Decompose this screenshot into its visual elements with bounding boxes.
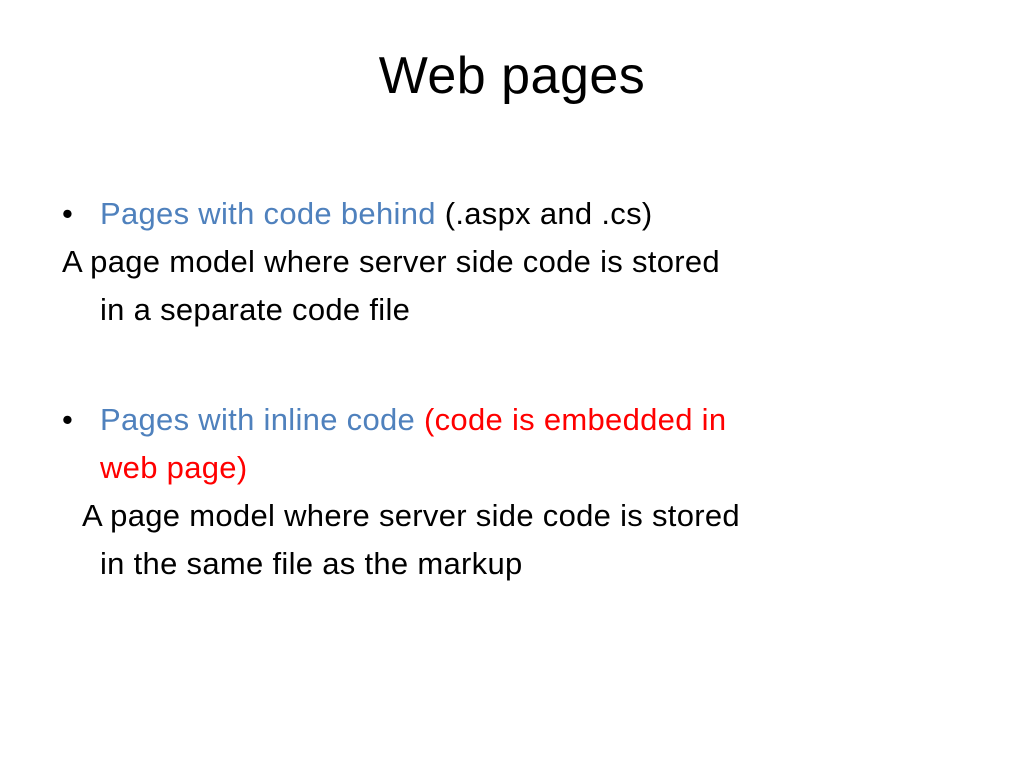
slide-body: • Pages with code behind (.aspx and .cs)… (62, 190, 962, 588)
bullet-icon: • (62, 402, 74, 437)
bullet-lead-text: Pages with code behind (100, 196, 436, 231)
bullet-item-inline-code: • Pages with inline code (code is embedd… (62, 396, 962, 444)
description-code-behind-line1: A page model where server side code is s… (62, 244, 720, 279)
spacer (62, 334, 962, 396)
description-code-behind-line2: in a separate code file (100, 292, 411, 327)
bullet-item-code-behind: • Pages with code behind (.aspx and .cs) (62, 190, 962, 238)
description-inline-line2: in the same file as the markup (100, 546, 523, 581)
description-inline-line1: A page model where server side code is s… (82, 498, 740, 533)
bullet-rest-text-continued: web page) (100, 450, 248, 485)
slide-title: Web pages (378, 47, 646, 105)
bullet-lead-text: Pages with inline code (100, 402, 416, 437)
bullet-icon: • (62, 196, 74, 231)
bullet-rest-text: (code is embedded in (415, 402, 727, 437)
bullet-rest-text: (.aspx and .cs) (435, 196, 653, 231)
